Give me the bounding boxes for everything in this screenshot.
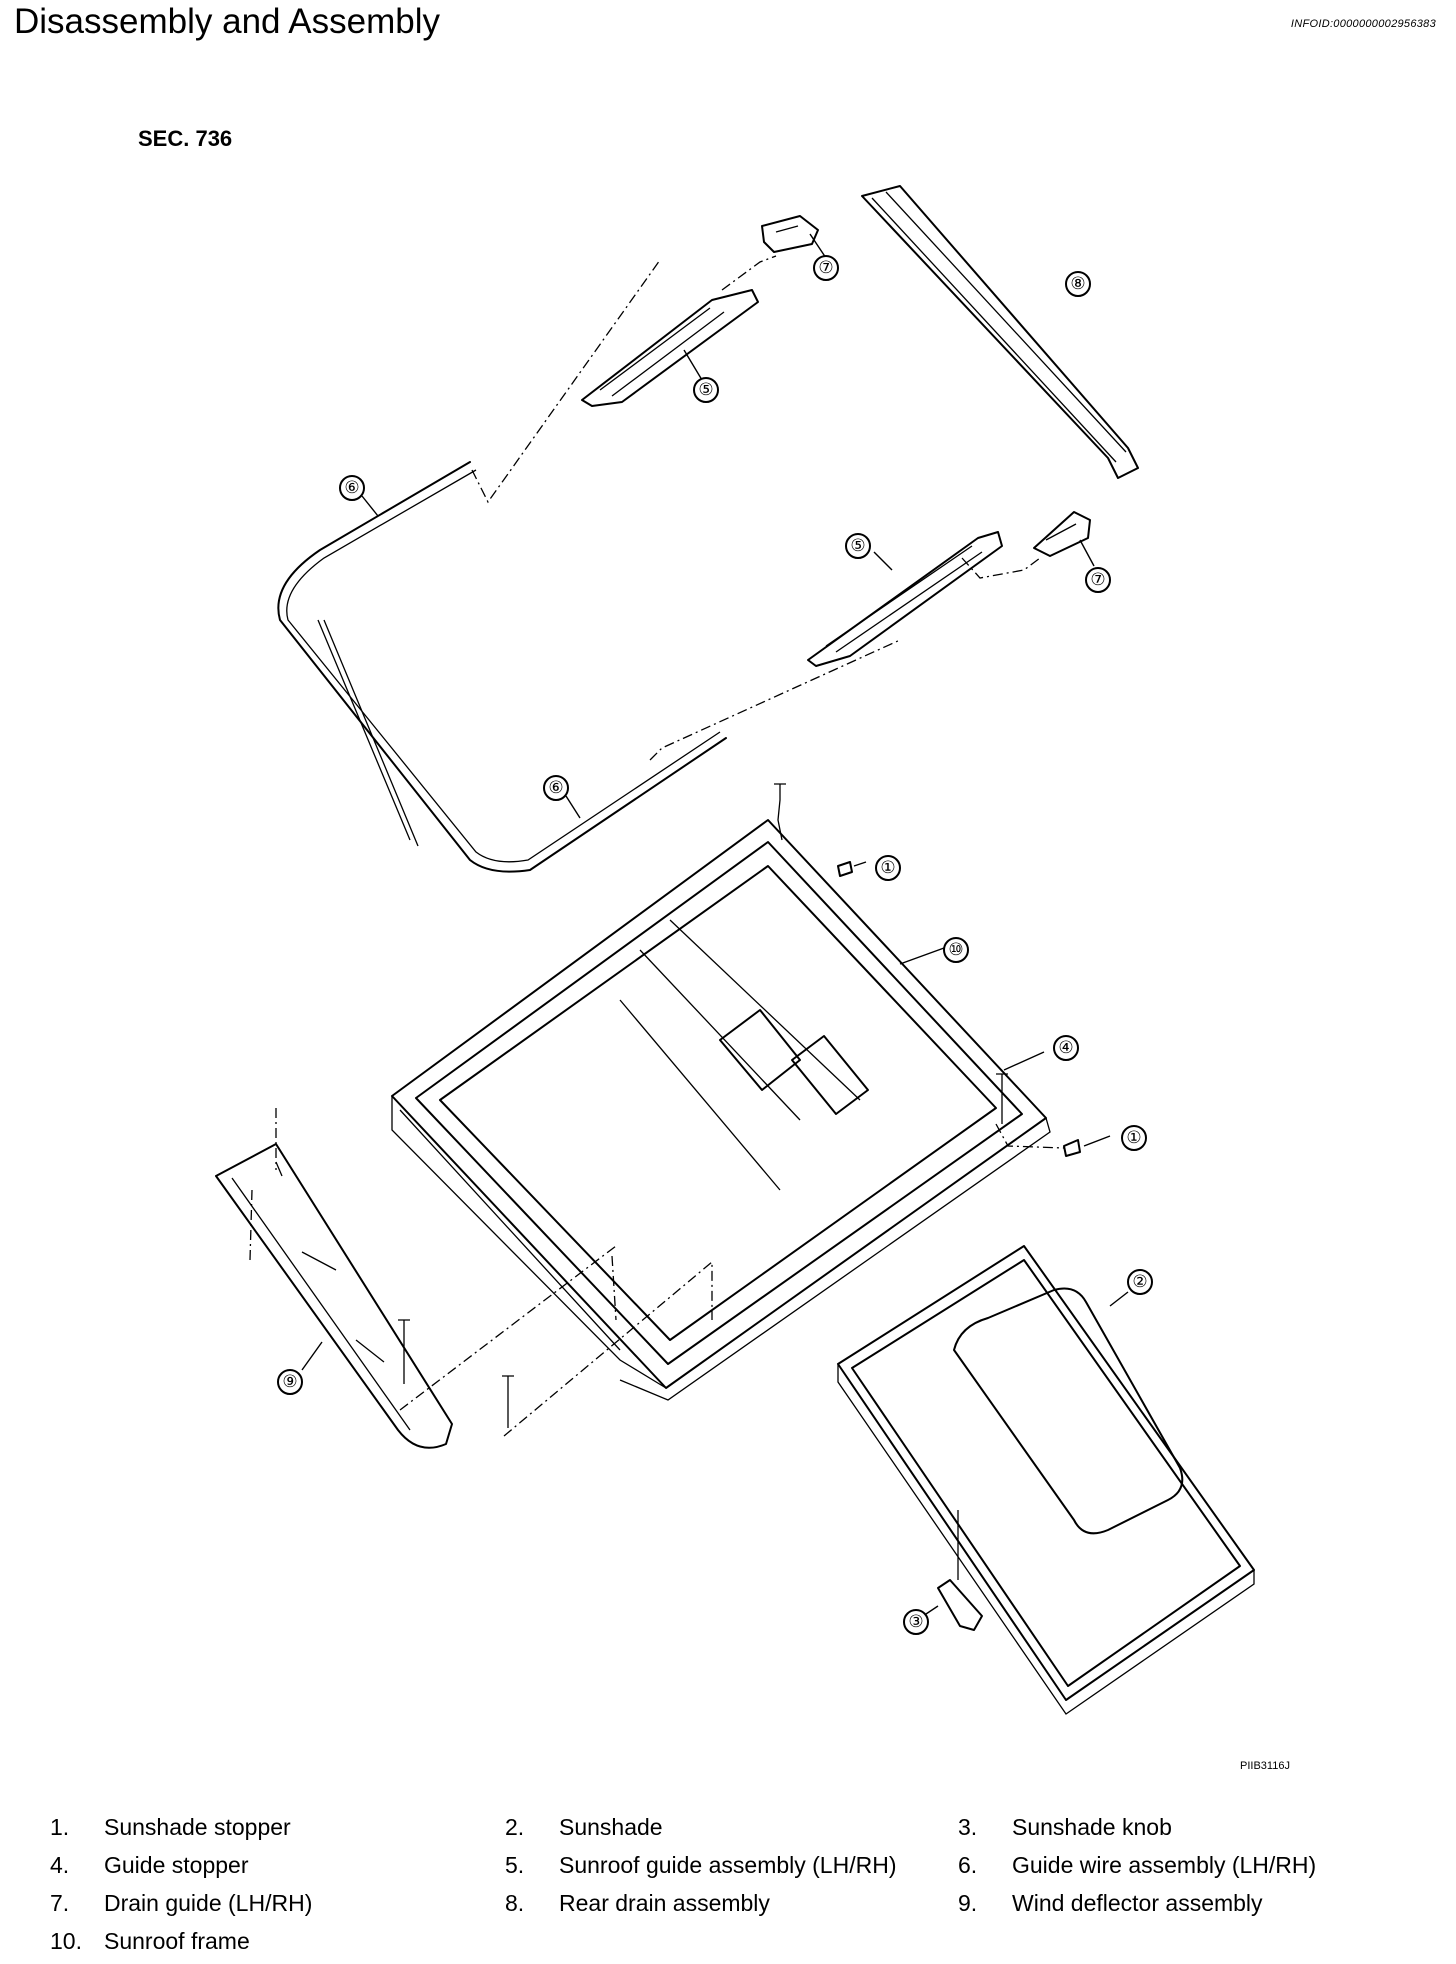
page-title: Disassembly and Assembly — [14, 2, 440, 41]
svg-text:⑧: ⑧ — [1070, 274, 1085, 294]
svg-text:⑨: ⑨ — [282, 1372, 297, 1392]
svg-text:⑤: ⑤ — [850, 536, 865, 556]
callout-3: ③ — [903, 1609, 929, 1635]
rear-drain-assembly — [861, 185, 1139, 479]
legend-item: 7.Drain guide (LH/RH) — [50, 1890, 313, 1916]
svg-text:⑦: ⑦ — [818, 258, 833, 278]
callout-8: ⑧ — [1065, 271, 1091, 297]
sunroof-frame — [391, 819, 1051, 1401]
screws — [398, 783, 1045, 1428]
section-label: SEC. 736 — [138, 126, 233, 151]
wind-deflector — [215, 1108, 713, 1449]
callout-5-upper: ⑤ — [693, 377, 719, 403]
svg-text:①: ① — [880, 858, 895, 878]
drain-guide-lower — [1033, 511, 1095, 567]
parts-legend: 1.Sunshade stopper 2.Sunshade 3.Sunshade… — [50, 1812, 1450, 1964]
exploded-diagram: ⑦ ⑧ ⑤ ⑥ ⑤ ⑦ ⑥ ① ⑩ ④ ① ② ⑨ ③ — [215, 185, 1255, 1715]
legend-item: 6.Guide wire assembly (LH/RH) — [958, 1852, 1317, 1878]
sunshade — [837, 1245, 1255, 1715]
legend-item: 5.Sunroof guide assembly (LH/RH) — [505, 1852, 897, 1878]
svg-text:⑥: ⑥ — [344, 478, 359, 498]
figure-code: PIIB3116J — [1240, 1760, 1290, 1772]
sunshade-knob — [925, 1510, 983, 1631]
callout-1-upper: ① — [875, 855, 901, 881]
legend-item: 4.Guide stopper — [50, 1852, 249, 1878]
callout-5-lower: ⑤ — [845, 533, 871, 559]
callout-2: ② — [1127, 1269, 1153, 1295]
svg-text:⑤: ⑤ — [698, 380, 713, 400]
svg-text:④: ④ — [1058, 1038, 1073, 1058]
drain-guide-upper — [761, 215, 827, 259]
legend-item: 8.Rear drain assembly — [505, 1890, 770, 1916]
callout-7-lower: ⑦ — [1085, 567, 1111, 593]
callout-1-lower: ① — [1121, 1125, 1147, 1151]
legend-item: 1.Sunshade stopper — [50, 1814, 291, 1840]
callout-9: ⑨ — [277, 1369, 303, 1395]
svg-text:③: ③ — [908, 1612, 923, 1632]
legend-item: 9.Wind deflector assembly — [958, 1890, 1263, 1916]
guide-wire-assembly — [277, 259, 901, 873]
callout-4: ④ — [1053, 1035, 1079, 1061]
callout-7-upper: ⑦ — [813, 255, 839, 281]
legend-item: 2.Sunshade — [505, 1814, 663, 1840]
svg-text:②: ② — [1132, 1272, 1147, 1292]
sunshade-stoppers — [837, 861, 1111, 1157]
callout-6-upper: ⑥ — [339, 475, 365, 501]
callout-6-lower: ⑥ — [543, 775, 569, 801]
legend-item: 10.Sunroof frame — [50, 1928, 250, 1954]
svg-text:⑩: ⑩ — [948, 940, 963, 960]
svg-text:⑦: ⑦ — [1090, 570, 1105, 590]
legend-item: 3.Sunshade knob — [958, 1814, 1172, 1840]
svg-text:①: ① — [1126, 1128, 1141, 1148]
info-id: INFOID:0000000002956383 — [1290, 18, 1436, 30]
svg-text:⑥: ⑥ — [548, 778, 563, 798]
sunroof-guide-lower — [807, 531, 1041, 667]
callout-10: ⑩ — [943, 937, 969, 963]
sunroof-guide-upper — [581, 255, 777, 407]
